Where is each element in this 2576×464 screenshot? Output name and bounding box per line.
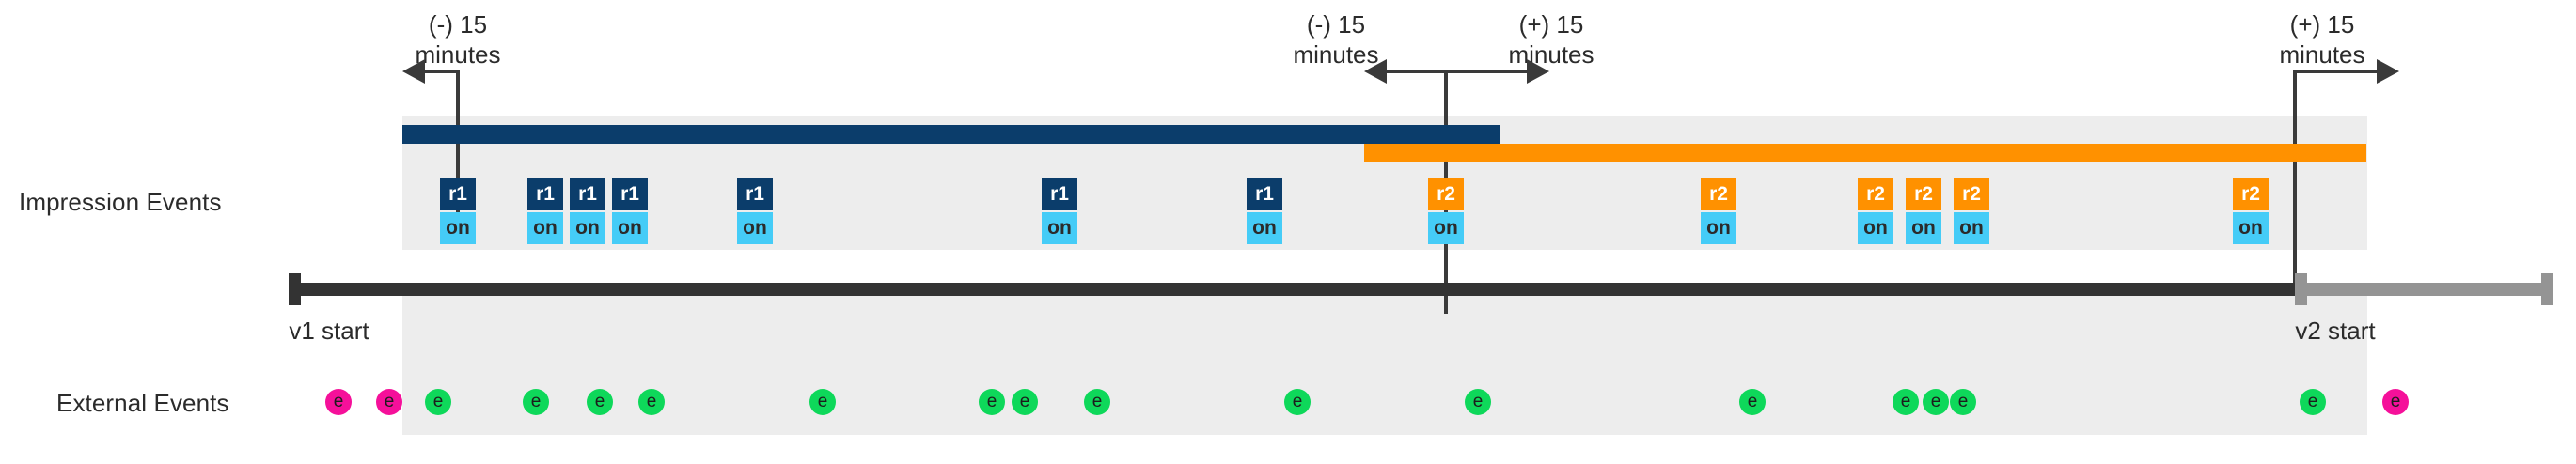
impression-state-badge: on — [1906, 212, 1941, 244]
impression-state-badge: on — [1042, 212, 1077, 244]
annotation-line1: (-) 15 — [1306, 10, 1366, 39]
external-event-dot-inside: e — [2300, 389, 2326, 415]
impression-badge-r1: r1 — [527, 178, 563, 210]
annotation-lookforward-right: (+) 15 minutes — [2279, 9, 2364, 70]
impression-badge-r2: r2 — [2233, 178, 2269, 210]
external-event-dot-inside: e — [1950, 389, 1976, 415]
impression-events-label: Impression Events — [19, 188, 222, 216]
arrow-head-right — [2377, 59, 2399, 84]
impression-state-badge: on — [1701, 212, 1736, 244]
impression-state-badge: on — [527, 212, 563, 244]
arrow-head-center-left — [1364, 59, 1387, 84]
attribution-window-lower — [402, 289, 2367, 435]
annotation-line2: minutes — [2279, 40, 2365, 69]
external-event-dot-inside: e — [1923, 389, 1949, 415]
impression-state-badge: on — [1428, 212, 1464, 244]
impression-badge-r1: r1 — [612, 178, 648, 210]
external-event-dot-inside: e — [1012, 389, 1038, 415]
timeline-axis-observed — [289, 283, 2297, 296]
arrow-head-center-right — [1527, 59, 1549, 84]
v2-release-bar — [1364, 144, 2366, 162]
annotation-line2: minutes — [415, 40, 501, 69]
impression-state-badge: on — [570, 212, 605, 244]
external-event-dot-inside: e — [1739, 389, 1766, 415]
annotation-line1: (-) 15 — [428, 10, 488, 39]
impression-badge-r1: r1 — [737, 178, 773, 210]
external-event-dot-inside: e — [638, 389, 665, 415]
annotation-arrow-shaft-left — [425, 70, 460, 73]
impression-badge-r2: r2 — [1701, 178, 1736, 210]
impression-state-badge: on — [1954, 212, 1989, 244]
annotation-line1: (+) 15 — [1518, 10, 1584, 39]
impression-badge-r2: r2 — [1428, 178, 1464, 210]
external-events-label: External Events — [56, 389, 229, 417]
external-event-dot-outside: e — [2382, 389, 2409, 415]
external-event-dot-inside: e — [809, 389, 836, 415]
impression-badge-r2: r2 — [1954, 178, 1989, 210]
v2-start-label: v2 start — [2295, 317, 2376, 345]
external-event-dot-inside: e — [1893, 389, 1919, 415]
external-event-dot-inside: e — [1084, 389, 1110, 415]
external-event-dot-inside: e — [425, 389, 451, 415]
timeline-axis-future — [2295, 283, 2553, 296]
arrow-head-left — [402, 59, 425, 84]
impression-state-badge: on — [2233, 212, 2269, 244]
external-event-dot-outside: e — [325, 389, 352, 415]
external-event-dot-inside: e — [587, 389, 613, 415]
external-event-dot-inside: e — [523, 389, 549, 415]
v1-release-bar — [402, 125, 1500, 144]
annotation-arrow-shaft-center — [1387, 70, 1527, 73]
annotation-lookback-left: (-) 15 minutes — [415, 9, 500, 70]
impression-badge-r2: r2 — [1906, 178, 1941, 210]
impression-badge-r2: r2 — [1858, 178, 1893, 210]
annotation-line1: (+) 15 — [2289, 10, 2355, 39]
annotation-lookforward-center: (+) 15 minutes — [1508, 9, 1594, 70]
impression-badge-r1: r1 — [440, 178, 476, 210]
external-event-dot-inside: e — [1465, 389, 1491, 415]
annotation-tick-left — [456, 70, 460, 244]
impression-state-badge: on — [1858, 212, 1893, 244]
annotation-arrow-shaft-right — [2295, 70, 2382, 73]
external-event-dot-outside: e — [376, 389, 402, 415]
annotation-line2: minutes — [1508, 40, 1594, 69]
annotation-tick-right — [2293, 70, 2297, 283]
impression-badge-r1: r1 — [570, 178, 605, 210]
v1-start-label: v1 start — [289, 317, 369, 345]
external-event-dot-inside: e — [979, 389, 1005, 415]
timeline-end-cap — [2541, 273, 2553, 305]
impression-state-badge: on — [612, 212, 648, 244]
impression-state-badge: on — [737, 212, 773, 244]
external-event-dot-inside: e — [1284, 389, 1311, 415]
impression-state-badge: on — [1247, 212, 1282, 244]
impression-badge-r1: r1 — [1042, 178, 1077, 210]
impression-badge-r1: r1 — [1247, 178, 1282, 210]
impression-state-badge: on — [440, 212, 476, 244]
